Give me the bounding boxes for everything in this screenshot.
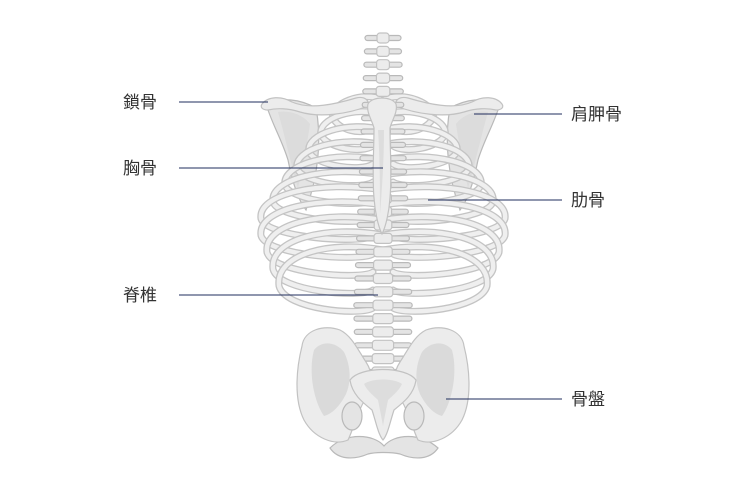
vertebra-18 xyxy=(373,259,394,271)
vertebra-2 xyxy=(376,45,390,58)
rib-right-9-highlight xyxy=(380,214,502,278)
rib-right-8-highlight xyxy=(380,199,508,260)
vertebra-16 xyxy=(373,232,393,244)
vertebra-22 xyxy=(372,313,394,325)
labels: 鎖骨 胸骨 脊椎 肩胛骨 肋骨 骨盤 xyxy=(123,93,622,410)
label-spine: 脊椎 xyxy=(123,286,157,306)
vertebra-21 xyxy=(372,299,394,311)
rib-left-9-highlight xyxy=(264,214,386,278)
rib-left-8-highlight xyxy=(258,199,386,260)
label-scapula: 肩胛骨 xyxy=(571,105,622,125)
label-pelvis: 骨盤 xyxy=(571,390,605,410)
vertebra-23 xyxy=(372,326,395,338)
rib-cage xyxy=(257,93,509,315)
vertebra-1 xyxy=(376,32,390,44)
vertebra-4 xyxy=(375,72,391,84)
sternum xyxy=(367,97,397,236)
label-sternum: 胸骨 xyxy=(123,159,157,179)
vertebra-24 xyxy=(371,339,395,351)
rib-right-11-highlight xyxy=(380,244,490,314)
label-ribs: 肋骨 xyxy=(571,191,605,211)
vertebra-19 xyxy=(372,272,394,285)
vertebra-25 xyxy=(371,353,395,365)
scapula-left xyxy=(265,99,320,212)
rib-left-10-highlight xyxy=(270,229,386,296)
vertebra-20 xyxy=(372,286,394,298)
rib-left-11-highlight xyxy=(276,244,386,314)
vertebra-5 xyxy=(375,85,391,98)
vertebra-17 xyxy=(373,246,393,258)
leader-lines xyxy=(179,101,562,400)
rib-right-7-highlight xyxy=(380,184,508,242)
label-clavicle: 鎖骨 xyxy=(123,93,157,113)
rib-right-10-highlight xyxy=(380,229,496,296)
vertebra-3 xyxy=(376,59,391,71)
pelvis xyxy=(296,327,470,459)
rib-left-7-highlight xyxy=(258,184,386,242)
